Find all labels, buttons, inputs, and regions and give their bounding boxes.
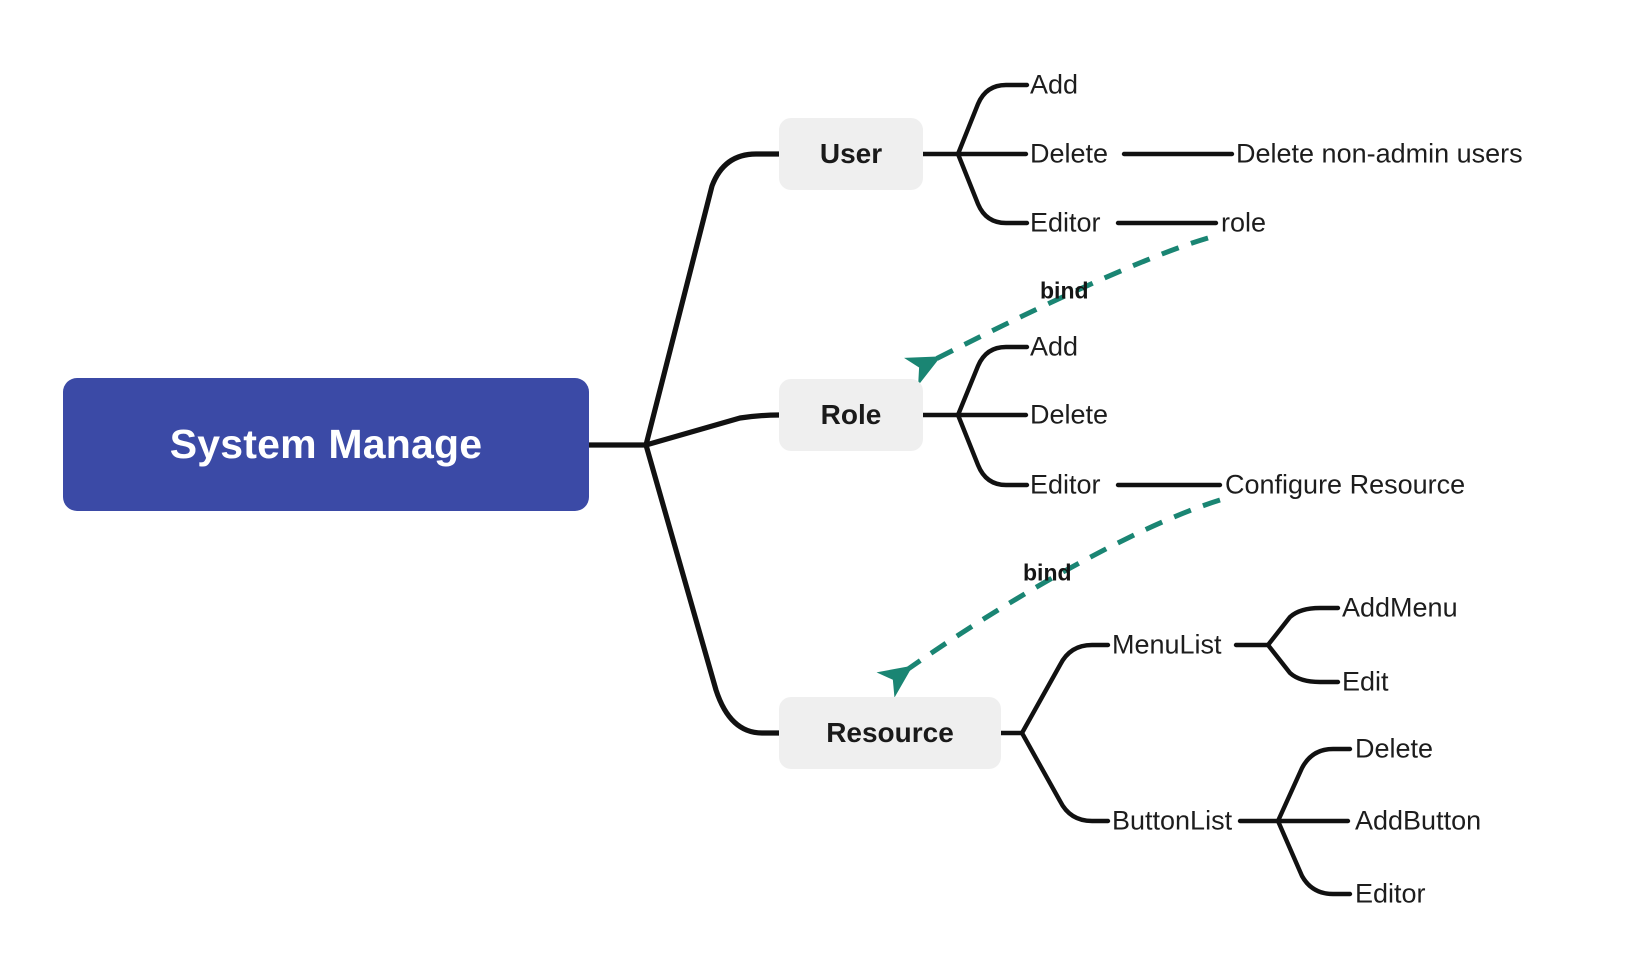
leaf-menulist-addmenu[interactable]: AddMenu <box>1342 592 1458 623</box>
leaf-user-editor[interactable]: Editor <box>1030 207 1101 238</box>
leaf-buttonlist-delete[interactable]: Delete <box>1355 733 1434 764</box>
user-branch-edges <box>920 82 1235 226</box>
leaf-role-editor-configure-resource[interactable]: Configure Resource <box>1225 469 1466 500</box>
edge-menulist-edit <box>1265 642 1341 685</box>
bind-label-role: bind <box>1040 277 1089 304</box>
leaf-role-add[interactable]: Add <box>1030 331 1079 362</box>
edge-root-to-user <box>643 151 782 448</box>
leaf-user-delete-detail[interactable]: Delete non-admin users <box>1236 138 1523 169</box>
edge-menulist-addmenu <box>1265 605 1341 648</box>
branch-node-user[interactable]: User <box>779 118 923 190</box>
edge-role-editor <box>955 412 1030 488</box>
edge-root-to-resource <box>643 442 782 736</box>
edge-resource-menulist <box>1019 642 1111 736</box>
edge-root-to-role <box>643 412 782 448</box>
leaf-user-editor-role[interactable]: role <box>1221 207 1267 238</box>
bind-label-resource: bind <box>1023 559 1072 586</box>
role-branch-edges <box>920 344 1223 488</box>
bind-link-edges <box>876 235 1221 698</box>
edge-buttonlist-delete <box>1275 746 1353 824</box>
leaf-user-delete[interactable]: Delete <box>1030 138 1109 169</box>
leaf-menulist-edit[interactable]: Edit <box>1342 666 1389 697</box>
leaf-role-delete[interactable]: Delete <box>1030 399 1109 430</box>
edge-bind-role <box>904 235 1209 386</box>
leaf-role-editor[interactable]: Editor <box>1030 469 1101 500</box>
edge-user-editor <box>955 151 1030 226</box>
branch-node-resource[interactable]: Resource <box>779 697 1001 769</box>
root-node-system-manage[interactable]: System Manage <box>63 378 589 511</box>
root-trunk-edges <box>586 151 782 736</box>
edge-bind-resource <box>876 497 1221 698</box>
edge-user-add <box>955 82 1030 157</box>
leaf-user-add[interactable]: Add <box>1030 69 1079 100</box>
leaf-resource-buttonlist[interactable]: ButtonList <box>1112 805 1233 836</box>
edge-resource-buttonlist <box>1019 730 1111 824</box>
edge-role-add <box>955 344 1030 418</box>
leaf-buttonlist-editor[interactable]: Editor <box>1355 878 1426 909</box>
leaf-resource-menulist[interactable]: MenuList <box>1112 629 1222 660</box>
resource-branch-edges <box>998 605 1353 897</box>
branch-node-role[interactable]: Role <box>779 379 923 451</box>
edge-buttonlist-editor <box>1275 818 1353 897</box>
leaf-buttonlist-addbutton[interactable]: AddButton <box>1355 805 1482 836</box>
